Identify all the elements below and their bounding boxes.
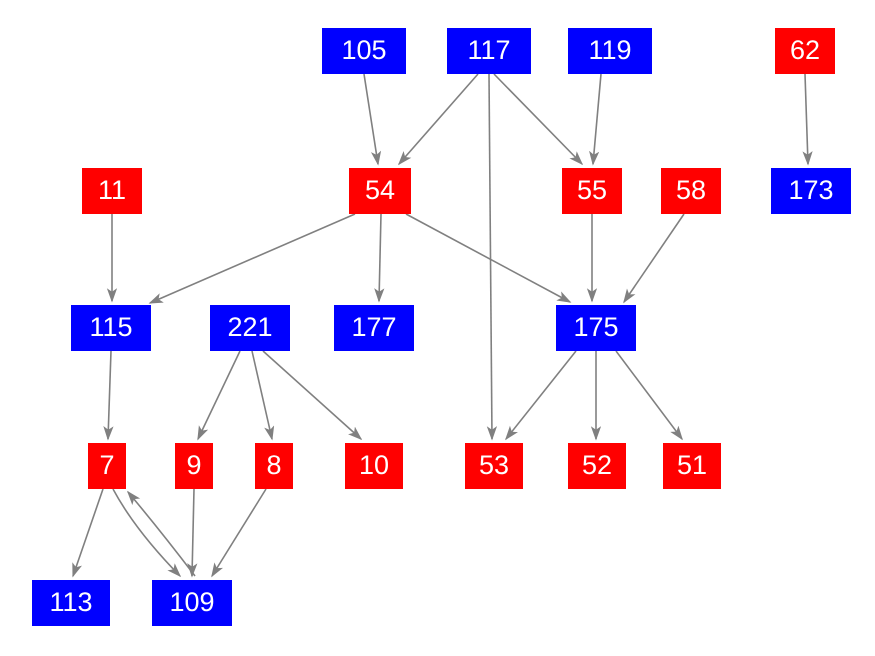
graph-edge xyxy=(802,73,813,166)
graph-node-label: 113 xyxy=(49,586,93,617)
graph-node-54[interactable]: 54 xyxy=(349,168,411,214)
graph-node-label: 109 xyxy=(169,586,215,617)
graph-node-8[interactable]: 8 xyxy=(255,443,293,489)
graph-node-label: 9 xyxy=(186,449,202,480)
graph-node-221[interactable]: 221 xyxy=(210,305,290,351)
graph-node-label: 119 xyxy=(588,34,632,65)
graph-node-label: 55 xyxy=(576,174,608,205)
graph-node-175[interactable]: 175 xyxy=(556,305,636,351)
graph-node-label: 62 xyxy=(789,34,821,65)
graph-node-58[interactable]: 58 xyxy=(661,168,721,214)
graph-node-53[interactable]: 53 xyxy=(465,443,523,489)
graph-edge xyxy=(126,490,196,577)
graph-node-label: 221 xyxy=(227,311,273,342)
graph-node-113[interactable]: 113 xyxy=(32,580,110,626)
graph-node-label: 115 xyxy=(89,311,133,342)
graph-node-label: 52 xyxy=(581,449,613,480)
graph-node-115[interactable]: 115 xyxy=(71,305,151,351)
graph-edge xyxy=(615,350,683,441)
graph-edge xyxy=(148,213,356,304)
graph-node-label: 53 xyxy=(478,449,510,480)
graph-node-label: 175 xyxy=(573,311,619,342)
graph-node-62[interactable]: 62 xyxy=(775,28,835,74)
graph-node-119[interactable]: 119 xyxy=(568,28,652,74)
graph-edge xyxy=(623,213,685,304)
graph-node-55[interactable]: 55 xyxy=(562,168,622,214)
graph-node-10[interactable]: 10 xyxy=(345,443,403,489)
graph-node-51[interactable]: 51 xyxy=(663,443,721,489)
graph-node-7[interactable]: 7 xyxy=(88,443,126,489)
graph-edge xyxy=(363,73,382,166)
graph-node-label: 51 xyxy=(676,449,708,480)
graph-edge xyxy=(397,73,479,166)
graph-node-173[interactable]: 173 xyxy=(771,168,851,214)
graph-edge xyxy=(486,73,498,441)
graph-edge xyxy=(251,350,275,441)
graph-edge xyxy=(72,488,104,578)
graph-edge xyxy=(374,213,385,303)
graph-node-label: 58 xyxy=(675,174,707,205)
graph-node-52[interactable]: 52 xyxy=(568,443,626,489)
graph-node-9[interactable]: 9 xyxy=(175,443,213,489)
graph-edge xyxy=(589,73,602,166)
graph-node-label: 177 xyxy=(351,311,397,342)
graph-node-label: 10 xyxy=(358,449,390,480)
graph-node-label: 8 xyxy=(266,449,282,480)
graph-node-label: 117 xyxy=(467,34,511,65)
graph-node-label: 7 xyxy=(99,449,115,480)
graph-edge xyxy=(262,350,363,441)
graph-edge xyxy=(187,488,198,578)
graph-edge xyxy=(197,350,241,441)
graph-edge xyxy=(112,488,182,578)
graph-node-label: 173 xyxy=(788,174,834,205)
graph-node-105[interactable]: 105 xyxy=(322,28,406,74)
graph-edge xyxy=(493,73,584,166)
graph-node-117[interactable]: 117 xyxy=(447,28,531,74)
graph-node-11[interactable]: 11 xyxy=(82,168,142,214)
graph-node-109[interactable]: 109 xyxy=(152,580,232,626)
graph-node-177[interactable]: 177 xyxy=(334,305,414,351)
graph-node-label: 54 xyxy=(364,174,396,205)
graph-edge xyxy=(211,488,267,578)
graph-edge xyxy=(505,350,577,441)
graph-node-label: 105 xyxy=(341,34,387,65)
graph-edge xyxy=(103,350,114,441)
graph-node-label: 11 xyxy=(97,174,127,205)
graph-edge xyxy=(405,213,572,303)
